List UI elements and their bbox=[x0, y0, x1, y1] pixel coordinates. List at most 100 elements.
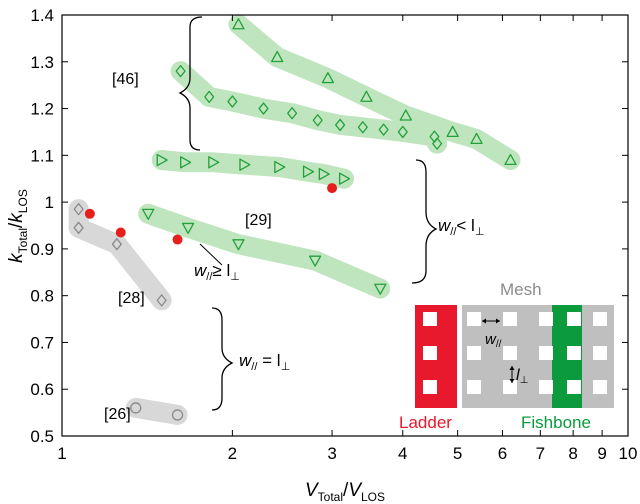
data-point-marker bbox=[172, 234, 183, 245]
x-tick-label: 1 bbox=[57, 444, 66, 463]
plot-axes bbox=[61, 14, 629, 437]
data-point-marker bbox=[171, 409, 184, 421]
data-point-marker bbox=[374, 283, 387, 295]
y-tick-label: 0.7 bbox=[30, 333, 54, 352]
data-point-marker bbox=[312, 114, 323, 127]
data-point-marker bbox=[156, 294, 167, 307]
y-tick-label: 0.8 bbox=[30, 287, 54, 306]
data-point-marker bbox=[399, 109, 412, 121]
data-point-marker bbox=[204, 90, 215, 104]
structure-inset: Mesh w// l⊥ Ladder Fishbone bbox=[399, 280, 614, 432]
data-point-marker bbox=[321, 72, 335, 84]
inset-ladder-label: Ladder bbox=[399, 413, 452, 432]
inset-w-label: w// bbox=[485, 331, 502, 350]
inset-hole bbox=[503, 346, 517, 360]
data-point-marker bbox=[446, 125, 459, 137]
inset-hole bbox=[467, 380, 481, 394]
inset-l-label: l⊥ bbox=[516, 367, 528, 386]
x-tick-label: 7 bbox=[536, 444, 545, 463]
data-point-marker bbox=[504, 153, 517, 166]
y-tick-label: 1.1 bbox=[30, 146, 54, 165]
data-point-marker bbox=[318, 167, 330, 181]
x-tick-label: 6 bbox=[498, 444, 507, 463]
brace-46 bbox=[178, 16, 203, 151]
y-axis-label: kTotal/kLOS bbox=[6, 189, 30, 263]
x-axis-label: VTotal/VLOS bbox=[305, 480, 385, 504]
l-arrowheads bbox=[509, 366, 515, 383]
data-point-marker bbox=[378, 123, 389, 136]
inset-holes bbox=[423, 312, 607, 394]
data-point-marker bbox=[357, 121, 368, 134]
data-point-marker bbox=[397, 125, 408, 139]
inset-hole bbox=[423, 346, 437, 360]
y-tick-label: 0.9 bbox=[30, 240, 54, 259]
inset-hole bbox=[423, 312, 437, 326]
x-tick-label: 5 bbox=[453, 444, 462, 463]
data-point-marker bbox=[302, 165, 315, 178]
data-point-marker bbox=[258, 102, 269, 115]
ref-29-label: [29] bbox=[245, 212, 272, 229]
data-point-marker bbox=[142, 208, 155, 220]
inset-hole bbox=[467, 346, 481, 360]
y-tick-label: 1.3 bbox=[30, 53, 54, 72]
inset-hole bbox=[503, 312, 517, 326]
data-point-marker bbox=[432, 137, 443, 150]
data-point-marker bbox=[232, 239, 245, 251]
series-band bbox=[68, 199, 172, 311]
x-tick-label: 8 bbox=[568, 444, 577, 463]
x-tick-label: 3 bbox=[327, 444, 336, 463]
data-point-marker bbox=[180, 156, 192, 169]
inset-hole bbox=[539, 346, 553, 360]
inset-hole bbox=[567, 346, 581, 360]
x-tick-label: 4 bbox=[398, 444, 407, 463]
series-band bbox=[228, 14, 521, 170]
y-tick-label: 1.2 bbox=[30, 100, 54, 119]
x-tick-label: 9 bbox=[597, 444, 606, 463]
plot-frame bbox=[61, 14, 629, 437]
y-tick-label: 0.6 bbox=[30, 380, 54, 399]
data-point-marker bbox=[84, 208, 95, 219]
inset-hole bbox=[567, 312, 581, 326]
inset-fishbone-label: Fishbone bbox=[521, 413, 591, 432]
series-band bbox=[138, 203, 391, 299]
label-w-lt-l: w//< l⊥ bbox=[438, 216, 484, 238]
data-point-marker bbox=[130, 402, 142, 414]
data-point-marker bbox=[175, 64, 186, 78]
y-tick-label: 0.5 bbox=[30, 427, 54, 446]
data-point-marker bbox=[73, 221, 84, 234]
inset-mesh-area bbox=[462, 305, 614, 408]
data-point-marker bbox=[274, 160, 286, 174]
w-arrowheads bbox=[482, 318, 500, 324]
data-point-marker bbox=[335, 118, 346, 132]
y-tick-label: 1.4 bbox=[30, 6, 54, 25]
data-point-marker bbox=[338, 172, 351, 185]
ref-28-label: [28] bbox=[118, 290, 145, 307]
brace-w-lt bbox=[411, 159, 438, 284]
data-point-marker bbox=[156, 153, 168, 167]
ref-26-label: [26] bbox=[104, 406, 131, 423]
inset-hole bbox=[593, 346, 607, 360]
inset-hole bbox=[539, 312, 553, 326]
data-point-marker bbox=[287, 107, 298, 120]
inset-hole bbox=[593, 312, 607, 326]
data-point-marker bbox=[181, 222, 195, 234]
label-w-eq-l: w// = l⊥ bbox=[239, 351, 290, 373]
data-point-marker bbox=[271, 50, 284, 63]
leader-w-ge bbox=[199, 243, 223, 266]
data-point-marker bbox=[227, 95, 238, 108]
inset-hole bbox=[593, 380, 607, 394]
x-tick-label: 10 bbox=[619, 444, 638, 463]
data-point-marker bbox=[308, 255, 322, 267]
data-point-marker bbox=[239, 158, 251, 171]
inset-hole bbox=[467, 312, 481, 326]
inset-hole bbox=[503, 380, 517, 394]
data-point-marker bbox=[73, 202, 84, 216]
data-point-marker bbox=[360, 90, 373, 102]
data-markers bbox=[73, 18, 517, 421]
inset-mesh-title: Mesh bbox=[500, 280, 542, 299]
annotation-braces bbox=[178, 16, 438, 411]
inset-hole bbox=[567, 380, 581, 394]
data-point-marker bbox=[111, 238, 122, 251]
series-band bbox=[125, 397, 188, 425]
